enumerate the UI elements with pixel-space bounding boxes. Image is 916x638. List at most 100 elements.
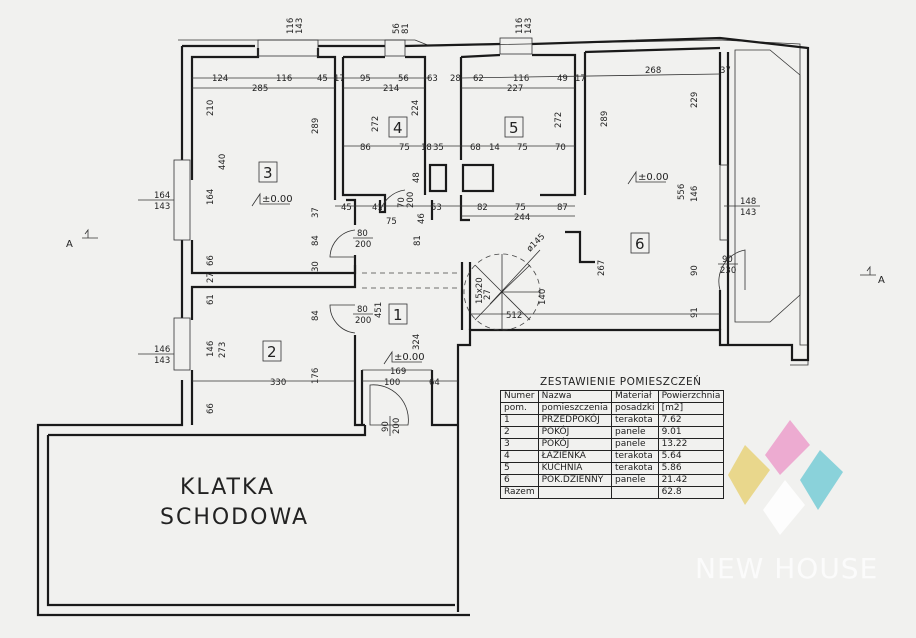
window xyxy=(499,37,533,55)
room-number-box xyxy=(504,116,524,138)
table-cell xyxy=(537,486,612,499)
table-cell: terakota xyxy=(610,450,659,463)
window xyxy=(257,39,319,57)
logo-house-white xyxy=(763,480,805,535)
door-height: 200 xyxy=(355,240,371,250)
dimension-label: 140 xyxy=(538,289,548,305)
dimension-label: 200 xyxy=(406,192,416,208)
table-cell: panele xyxy=(610,474,659,487)
dimension-label: 244 xyxy=(514,213,530,223)
dimension-label: 512 xyxy=(506,311,522,321)
door-height: 200 xyxy=(355,316,371,326)
dimension-label: 289 xyxy=(600,111,610,127)
level-mark: ±0.00 xyxy=(262,194,293,205)
spiral-staircase xyxy=(460,249,541,331)
dimension-label: 324 xyxy=(412,334,422,350)
table-cell: POKÓJ xyxy=(537,426,612,439)
svg-text:A: A xyxy=(66,239,73,250)
dimension-label: 64 xyxy=(429,378,440,388)
table-cell: terakota xyxy=(610,462,659,475)
table-cell: KUCHNIA xyxy=(537,462,612,475)
dimension-label: 143 xyxy=(524,18,534,34)
door-width: 90 xyxy=(381,421,391,432)
dimension-label: 90 xyxy=(690,265,700,276)
dimension-label: 66 xyxy=(206,255,216,266)
dimension-label: 116 xyxy=(276,74,292,84)
dimension-label: 146 xyxy=(690,186,700,202)
window-height: 143 xyxy=(154,356,170,366)
corridor-wall xyxy=(360,200,458,427)
dimension-label: ø145 xyxy=(525,232,547,254)
dimension-label: 62 xyxy=(473,74,484,84)
ventilation-duct xyxy=(461,163,495,193)
dimension-label: 70 xyxy=(397,197,407,208)
dimension-label: 68 xyxy=(470,143,481,153)
dimension-label: 87 xyxy=(557,203,568,213)
dimension-label: 124 xyxy=(212,74,228,84)
level-mark: ±0.00 xyxy=(638,172,669,183)
dimension-label: 229 xyxy=(690,92,700,108)
table-cell: 5.86 xyxy=(657,462,725,475)
level-mark-icon xyxy=(383,350,422,365)
door-width: 80 xyxy=(357,229,368,239)
window xyxy=(719,164,729,241)
dimension-label: 35 xyxy=(433,143,444,153)
stair-hall-inner-wall xyxy=(46,425,455,607)
dimension-label: 214 xyxy=(383,84,399,94)
door-width: 80 xyxy=(357,305,368,315)
level-mark-icon xyxy=(627,170,666,185)
dimension-label: 37 xyxy=(720,66,731,76)
dimension-label: 556 xyxy=(677,184,687,200)
door-height: 200 xyxy=(392,418,402,434)
door-width: 90 xyxy=(722,255,733,265)
window-height: 143 xyxy=(740,208,756,218)
dimension-label: 289 xyxy=(311,118,321,134)
dimension-label: 75 xyxy=(386,217,397,227)
dimension-label: 27 xyxy=(206,272,216,283)
dimension-label: 45 xyxy=(341,203,352,213)
dimension-label: 48 xyxy=(412,172,422,183)
dimension-label: 81 xyxy=(413,235,423,246)
table-cell xyxy=(610,486,659,499)
dimension-label: 272 xyxy=(554,112,564,128)
door-swing xyxy=(379,189,406,213)
table-cell: panele xyxy=(610,438,659,451)
dimension-label: 285 xyxy=(252,84,268,94)
table-title: ZESTAWIENIE POMIESZCZEŃ xyxy=(540,376,702,388)
dimension-label: 66 xyxy=(206,403,216,414)
table-cell: Razem xyxy=(500,486,539,499)
table-cell: 3 xyxy=(500,438,539,451)
stair-hall-label: KLATKA xyxy=(180,475,275,500)
level-mark: ±0.00 xyxy=(394,352,425,363)
door-height: 230 xyxy=(720,266,736,276)
dimension-label: 440 xyxy=(218,154,228,170)
door-swing xyxy=(369,384,409,426)
dimension-label: 82 xyxy=(477,203,488,213)
table-cell: Numer xyxy=(500,390,539,403)
dimension-label: 100 xyxy=(384,378,400,388)
window-width: 164 xyxy=(154,191,170,201)
dimension-label: 210 xyxy=(206,100,216,116)
kitchen-partition xyxy=(565,230,595,264)
table-row: Razem 62.8 xyxy=(500,486,725,499)
room-number: 6 xyxy=(635,235,645,253)
dimension-label: 56 xyxy=(398,74,409,84)
table-cell: 6 xyxy=(500,474,539,487)
room-4-walls xyxy=(341,55,427,214)
dimension-label: 41 xyxy=(372,203,383,213)
dimension-label: 28 xyxy=(450,74,461,84)
room-5-walls xyxy=(459,53,577,222)
door-swing xyxy=(329,229,356,258)
table-cell: 62.8 xyxy=(657,486,725,499)
dimension-label: 61 xyxy=(206,294,216,305)
window xyxy=(173,317,191,371)
window-width: 148 xyxy=(740,197,756,207)
dimension-label: 14 xyxy=(489,143,500,153)
